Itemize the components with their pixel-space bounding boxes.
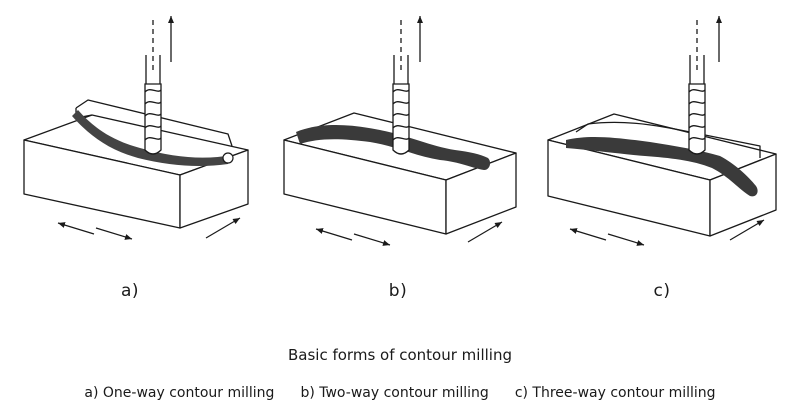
caption-legend: a) One-way contour milling b) Two-way co… [0,385,800,401]
panel-c-feed-arrows [569,219,765,246]
caption-item-b: b) Two-way contour milling [300,385,489,401]
panel-c-milling-tool [688,20,706,155]
panel-b-milling-tool [392,20,410,155]
panel-label-c: c) [653,281,671,301]
panel-a-milling-tool [144,20,162,155]
panel-a-feed-arrows [57,217,241,240]
panel-label-b: b) [388,281,408,301]
panel-b-contour-path [296,125,491,170]
caption-title: Basic forms of contour milling [287,346,512,364]
caption-item-a: a) One-way contour milling [84,385,275,401]
panel-label-a: a) [120,281,140,301]
panel-c-contour-path [566,136,758,197]
caption-item-c: c) Three-way contour milling [514,385,716,401]
panel-a-contour-path [72,110,234,166]
panel-b-feed-arrows [315,221,503,246]
